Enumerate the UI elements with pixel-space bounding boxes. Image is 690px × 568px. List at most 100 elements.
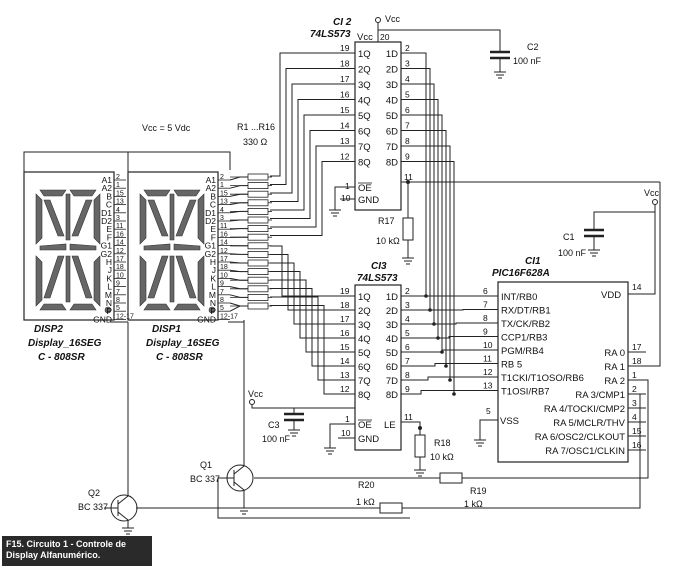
bus-junction [440,350,444,354]
display-segment [197,193,205,245]
figure-caption: F15. Circuito 1 - Controle de Display Al… [2,536,152,566]
resistor-array-element [247,207,269,215]
display-segment [39,189,67,197]
ci2-gnd-pin: 10 [341,193,351,203]
c1-value: 100 nF [558,248,587,258]
disp-to-resistor-line [229,261,248,264]
ci3-pin-number: 13 [340,370,350,380]
ci1-pin-name: RA 0 [604,348,625,359]
display-segment [173,189,201,197]
ci1-pin-number: 2 [632,384,637,394]
r18-value: 10 kΩ [430,452,454,462]
disp-to-resistor-line [229,286,248,290]
resistor-array-element [247,285,269,293]
ci2-pin-number: 3 [405,59,410,69]
ci2-pin-number: 12 [340,152,350,162]
resistor-array-element [247,182,269,190]
ci1-part: PIC16F628A [492,268,550,279]
ci1-pin-number: 8 [483,313,488,323]
disp-pin-name: D1 [101,208,112,218]
disp-pin-number: 3 [220,215,224,222]
ci1-pin-number: 16 [632,440,642,450]
disp-pin-number: 10 [220,272,228,279]
ci3-ref: CI3 [371,261,387,272]
ci3-pin-name: 4Q [358,334,371,345]
display-segment [69,243,97,251]
ci1-pin-number: 15 [632,426,642,436]
disp-to-resistor-line [229,202,248,206]
disp-pin-name: P [210,306,216,316]
ci2-ref: CI 2 [333,17,352,28]
disp-pin-number: 16 [220,231,228,238]
r19-value: 1 kΩ [464,499,483,509]
ci2-oe-pin: 1 [345,181,350,191]
disp-pin-number: 9 [220,281,224,288]
disp-pin-number: 13 [116,199,124,206]
ci2-pin-number: 13 [340,136,350,146]
ci2-pin-name: 1Q [358,49,371,60]
resistor-array-element [247,302,269,310]
bus-line-q-ci2 [270,145,337,228]
bus-junction [444,364,448,368]
ci2-pin-number: 14 [340,121,350,131]
bus-line-q-ci2 [270,161,337,236]
display-segment [93,255,101,307]
c1-ref: C1 [563,232,575,242]
ci2-pin-name: 5Q [358,111,371,122]
ci1-pin-number: 17 [632,342,642,352]
r-array-value: 330 Ω [243,137,268,147]
r17-value: 10 kΩ [376,236,400,246]
ci1-vdd-pin: 14 [632,282,642,292]
ci3-le-pin: 11 [404,412,413,422]
bus-junction [432,322,436,326]
ci2-pin-name: 7D [386,142,398,153]
ci3-pin-name: 6Q [358,362,371,373]
ci2-pin-number: 4 [405,74,410,84]
display-segment [175,199,197,237]
disp-pin-name: H [210,257,216,267]
bus-line-ci2 [419,52,427,296]
ci1-pin-number: 4 [632,412,637,422]
r-array-ref: R1 ...R16 [237,122,275,132]
supply-label: Vcc = 5 Vdc [142,123,191,133]
ci3-pin-number: 9 [405,384,410,394]
ci1-pin-name: RA 4/TOCKI/CMP2 [544,404,625,415]
disp-pin-name: L [107,282,112,292]
ci3-pin-number: 14 [340,356,350,366]
ci2-pin-name: 2D [386,65,398,76]
ci1-pin-number: 7 [483,300,488,310]
vcc-label-c3: Vcc [248,389,264,399]
ci3-pin-number: 6 [405,342,410,352]
ci1-pin-name: T1OSI/RB7 [501,387,550,398]
ci2-pin-number: 8 [405,136,410,146]
ci3-pin-number: 2 [405,286,410,296]
ci2-pin-name: 8Q [358,158,371,169]
disp-to-resistor-line [229,210,248,214]
ci2-pin-number: 15 [340,105,350,115]
ci3-pin-number: 5 [405,328,410,338]
c2-ref: C2 [527,42,539,52]
display-segment [147,199,169,237]
ci3-pin-name: 1D [386,292,398,303]
disp2-ref: DISP2 [34,324,63,335]
bus-junction [448,378,452,382]
ci1-pin-name: RA 5/MCLR/THV [553,418,625,429]
disp-pin-number: 15 [116,190,124,197]
bus-line-q-ci3 [270,296,337,381]
disp-pin-name: G1 [101,241,113,251]
ci1-box [497,281,629,463]
q2-transistor [104,322,138,528]
bus-line-ci3 [419,336,480,339]
ci3-pin-name: 5Q [358,348,371,359]
resistor-array-element [247,276,269,284]
display-segment [69,189,97,197]
resistor-array-element [247,259,269,267]
bus-junction [424,294,428,298]
disp-pin-number: 4 [116,207,120,214]
disp2-model: Display_16SEG [28,338,102,349]
disp2-segments [35,189,112,314]
